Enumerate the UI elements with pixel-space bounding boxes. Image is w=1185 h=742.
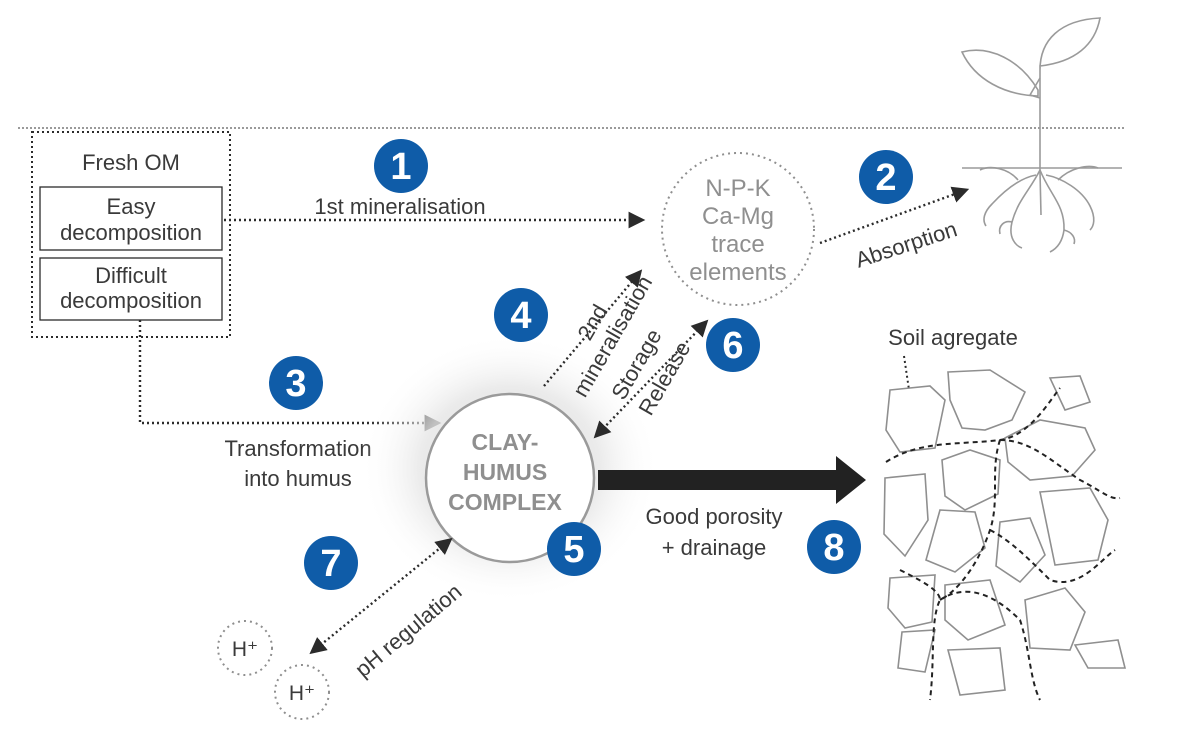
difficult-decomposition-line2: decomposition xyxy=(60,288,202,313)
porosity-line2: + drainage xyxy=(662,535,767,560)
ion-label-2: H⁺ xyxy=(289,682,315,705)
svg-text:6: 6 xyxy=(722,325,743,367)
svg-text:1: 1 xyxy=(390,146,411,188)
transformation-arrow xyxy=(138,320,442,432)
fresh-om-box xyxy=(31,131,231,338)
complex-line1: CLAY- xyxy=(472,429,539,455)
step-badge-6: 6 xyxy=(706,318,760,372)
complex-line3: COMPLEX xyxy=(448,489,562,515)
clay-humus-complex-circle xyxy=(424,392,596,564)
nutrients-line4: elements xyxy=(689,259,786,286)
step-badge-3: 3 xyxy=(269,356,323,410)
nutrients-line3: trace xyxy=(711,231,764,258)
svg-text:4: 4 xyxy=(510,295,531,337)
fresh-om-title: Fresh OM xyxy=(82,150,180,175)
transformation-line1: Transformation xyxy=(224,436,371,461)
nutrients-circle xyxy=(661,152,815,306)
nutrients-line2: Ca-Mg xyxy=(702,203,774,230)
porosity-line1: Good porosity xyxy=(646,504,783,529)
svg-text:2: 2 xyxy=(875,157,896,199)
svg-text:8: 8 xyxy=(823,527,844,569)
nutrients-line1: N-P-K xyxy=(705,175,770,202)
storage-release-arrow xyxy=(593,319,709,439)
step-badge-1: 1 xyxy=(374,139,428,193)
difficult-decomposition-line1: Difficult xyxy=(95,263,167,288)
ph-regulation-label: pH regulation xyxy=(350,579,466,682)
hydrogen-ion-1 xyxy=(217,620,273,676)
ion-label-1: H⁺ xyxy=(232,638,258,661)
step-badge-7: 7 xyxy=(304,536,358,590)
step-badge-4: 4 xyxy=(494,288,548,342)
transformation-line2: into humus xyxy=(244,466,352,491)
svg-text:3: 3 xyxy=(285,363,306,405)
plant-icon xyxy=(960,17,1122,253)
soil-aggregate-icon xyxy=(883,369,1127,696)
hydrogen-ion-2 xyxy=(274,664,330,720)
porosity-arrow xyxy=(598,456,866,504)
difficult-decomposition-box xyxy=(39,257,223,321)
easy-decomposition-line2: decomposition xyxy=(60,220,202,245)
soil-aggregate-label: Soil agregate xyxy=(888,325,1018,350)
step-badge-2: 2 xyxy=(859,150,913,204)
soil-pore-lines xyxy=(885,387,1121,701)
step-badge-5: 5 xyxy=(547,522,601,576)
easy-decomposition-box xyxy=(39,186,223,251)
step-badge-8: 8 xyxy=(807,520,861,574)
mineralisation1-label: 1st mineralisation xyxy=(314,194,485,219)
absorption-arrow xyxy=(819,186,970,245)
svg-text:5: 5 xyxy=(563,529,584,571)
svg-text:7: 7 xyxy=(320,543,341,585)
easy-decomposition-line1: Easy xyxy=(107,194,156,219)
complex-line2: HUMUS xyxy=(463,459,547,485)
